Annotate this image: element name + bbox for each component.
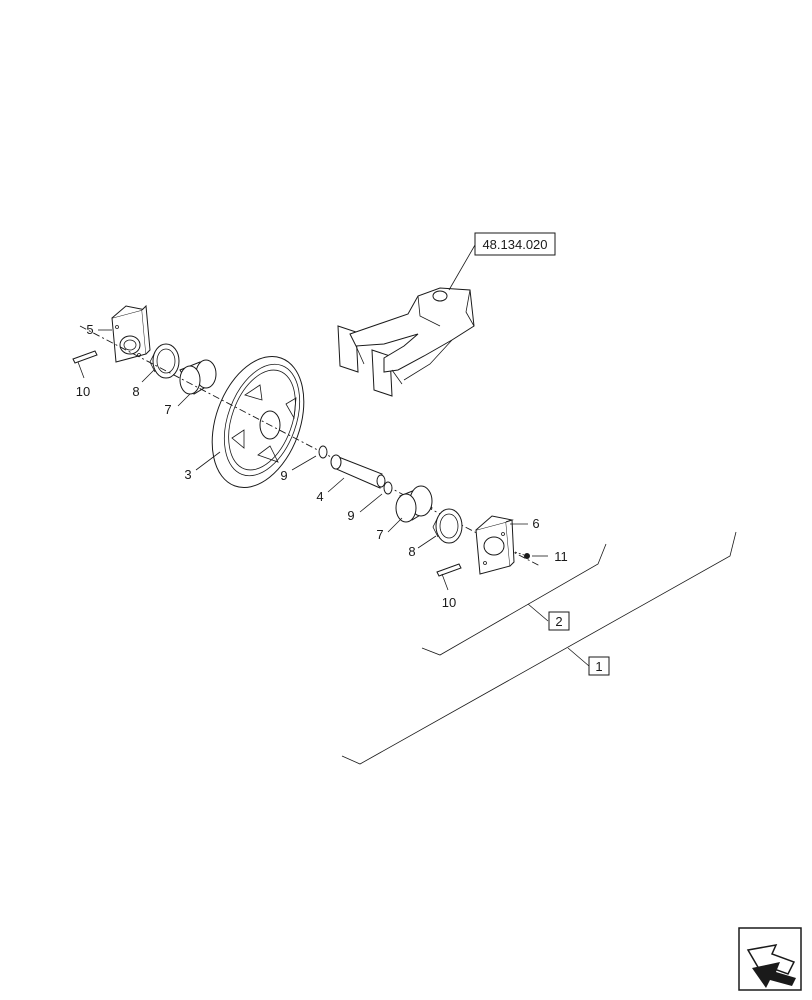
shaft [330, 454, 386, 489]
bushing-right [395, 485, 433, 523]
bushing-left [179, 359, 217, 395]
callout-7-right: 7 [376, 527, 383, 542]
callout-10-left: 10 [76, 384, 90, 399]
callout-10-right: 10 [442, 595, 456, 610]
circlip-a [318, 445, 328, 459]
frame-bracket [337, 287, 475, 397]
next-page-arrow-icon[interactable] [738, 927, 802, 991]
bearing-housing-left [111, 304, 151, 363]
callout-11: 11 [554, 549, 568, 564]
seal-left [149, 343, 180, 379]
reference-box[interactable]: 48.134.020 [448, 232, 556, 291]
grease-nipple [514, 551, 530, 559]
pin-right [436, 563, 462, 577]
callout-3: 3 [184, 467, 191, 482]
circlip-b [383, 481, 393, 495]
pin-left [72, 350, 98, 364]
frame-outline-2 [421, 543, 607, 656]
callout-9-left: 9 [280, 468, 287, 483]
callout-8-left: 8 [132, 384, 139, 399]
callout-4: 4 [316, 489, 323, 504]
svg-text:2: 2 [555, 614, 562, 629]
svg-text:1: 1 [595, 659, 602, 674]
reference-number: 48.134.020 [482, 237, 547, 252]
bearing-housing-right [475, 515, 515, 575]
callout-8-right: 8 [408, 544, 415, 559]
frame-outline-1 [341, 531, 737, 765]
boxed-callout-2[interactable]: 2 [548, 611, 570, 631]
callout-7-left: 7 [164, 402, 171, 417]
seal-right [432, 508, 463, 544]
callouts: 5 10 8 7 3 9 4 9 7 8 6 11 10 [76, 322, 568, 610]
center-axis [79, 325, 541, 567]
callout-5: 5 [86, 322, 93, 337]
callout-6: 6 [532, 516, 539, 531]
leader-lines [77, 329, 590, 667]
boxed-callout-1[interactable]: 1 [588, 656, 610, 676]
callout-9-right: 9 [347, 508, 354, 523]
